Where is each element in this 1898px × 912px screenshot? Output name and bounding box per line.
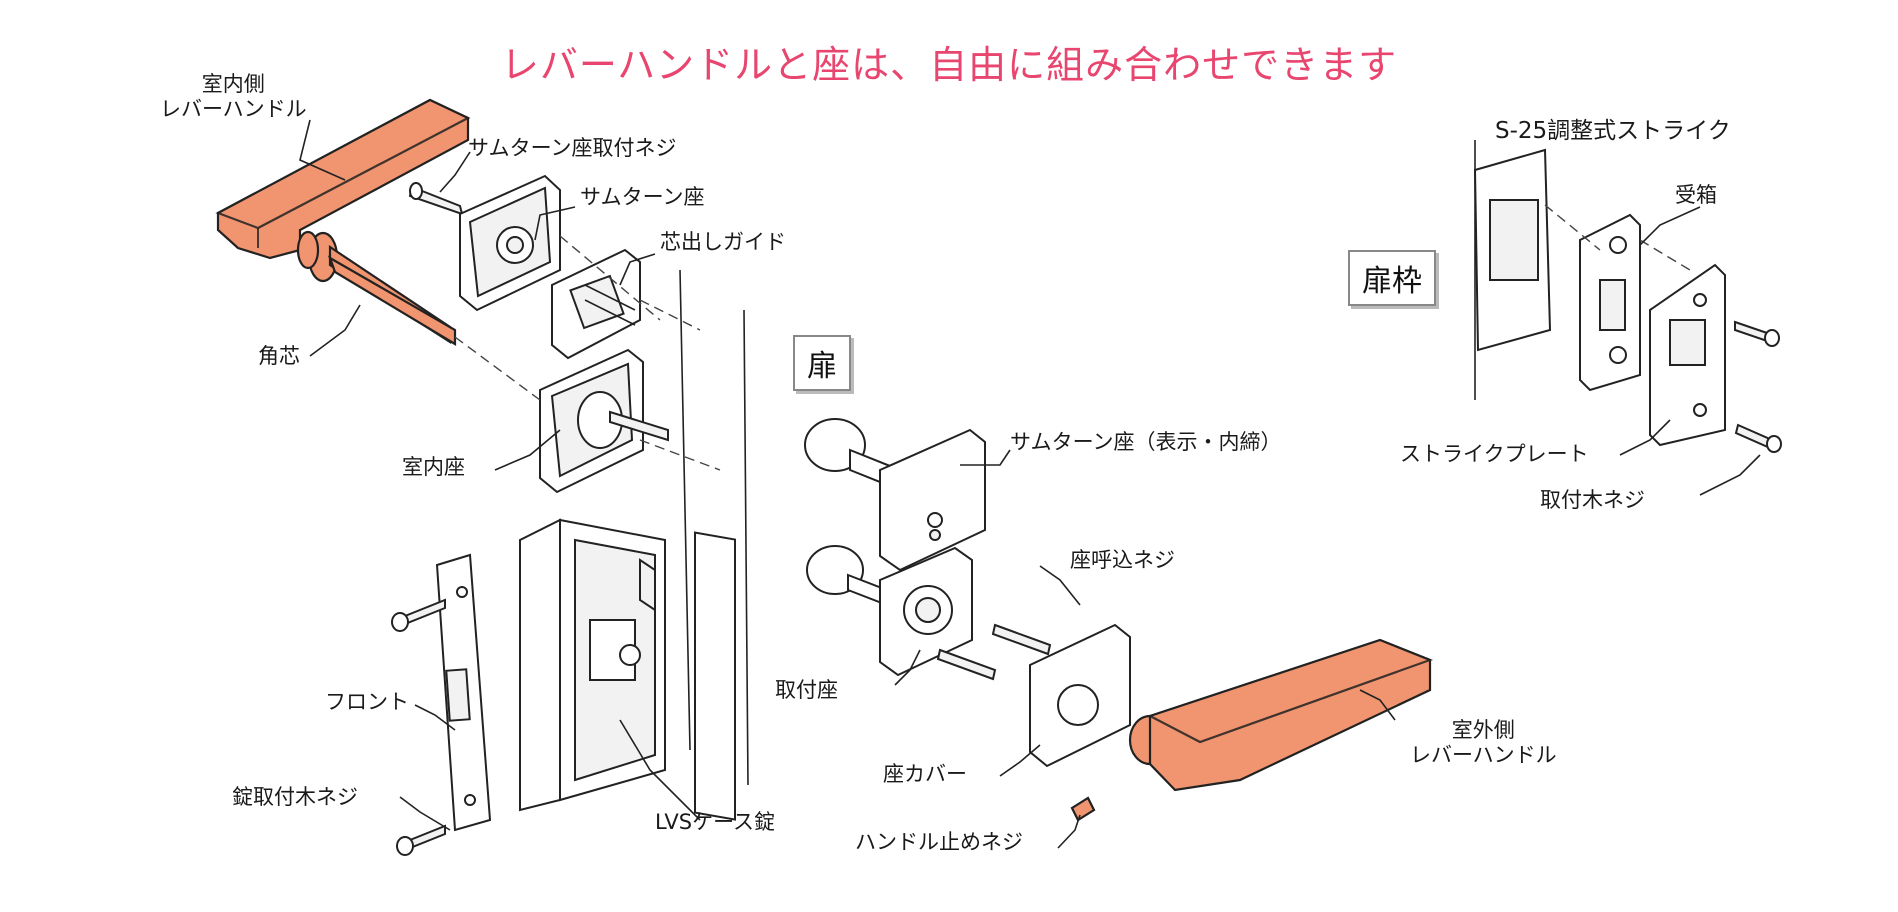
lvs-case-lock (519, 518, 666, 812)
thumbturn-seat-indicator (879, 428, 986, 572)
label-thumbturn-seat-indicator: サムターン座（表示・内締） (1010, 430, 1282, 454)
square-spindle (327, 255, 457, 346)
label-mount-seat: 取付座 (775, 678, 838, 702)
lock-wood-screws (391, 598, 446, 856)
headline: レバーハンドルと座は、自由に組み合わせできます (500, 43, 1398, 87)
strike-plate (1649, 263, 1726, 447)
mount-wood-screws (1734, 320, 1782, 453)
label-indoor-seat: 室内座 (402, 455, 465, 479)
strike-box (1579, 213, 1641, 392)
label-lock-wood-screw: 錠取付木ネジ (232, 785, 358, 809)
label-mount-wood-screw: 取付木ネジ (1540, 488, 1645, 512)
label-door-frame: 扉枠 (1348, 250, 1436, 306)
centering-guide (551, 248, 641, 360)
door-frame-strike-area (1473, 140, 1552, 400)
label-outdoor-lever: 室外側 レバーハンドル (1410, 718, 1557, 768)
label-strike-plate: ストライクプレート (1400, 442, 1589, 466)
handle-set-screw (1070, 796, 1096, 822)
label-centering-guide: 芯出しガイド (660, 230, 786, 254)
label-door: 扉 (793, 335, 851, 391)
outdoor-lever-handle (1128, 638, 1434, 792)
front-plate (435, 553, 492, 832)
seat-cover (1029, 623, 1131, 768)
label-thumbturn-seat: サムターン座 (580, 185, 705, 209)
leader-lines (299, 119, 1761, 849)
label-front: フロント (325, 690, 409, 714)
label-indoor-lever: 室内側 レバーハンドル (160, 72, 307, 122)
label-square-spindle: 角芯 (258, 344, 300, 368)
label-thumbturn-screw: サムターン座取付ネジ (468, 136, 677, 160)
door-edge (679, 269, 749, 821)
indoor-lever-handle (215, 98, 471, 345)
label-lvs-case-lock: LVSケース錠 (655, 810, 776, 834)
label-handle-set-screw: ハンドル止めネジ (855, 830, 1023, 854)
thumbturn-seat-screw (408, 182, 464, 216)
label-strike-title: S-25調整式ストライク (1495, 118, 1731, 144)
mount-seat (879, 546, 973, 677)
label-seat-cover: 座カバー (883, 762, 967, 786)
seat-screws (936, 623, 1052, 681)
indoor-seat (539, 348, 669, 494)
label-strike-box: 受箱 (1675, 183, 1717, 207)
thumbturn-seat (459, 174, 561, 312)
label-seat-screw: 座呼込ネジ (1070, 548, 1175, 572)
